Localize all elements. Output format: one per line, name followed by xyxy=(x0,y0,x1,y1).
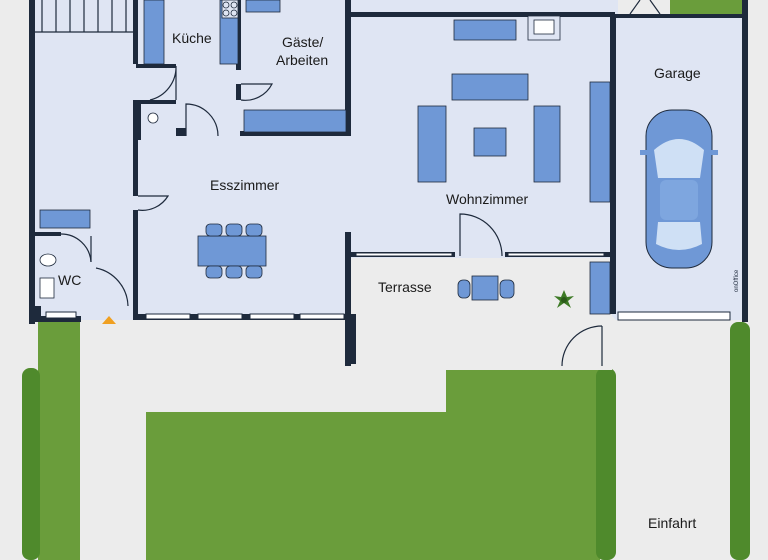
room-label-gaeste: Gäste/ xyxy=(282,34,323,50)
room-label-garage: Garage xyxy=(654,65,701,81)
room-label-wc: WC xyxy=(58,272,81,288)
room-label-terrasse: Terrasse xyxy=(378,279,432,295)
room-label-einfahrt: Einfahrt xyxy=(648,515,696,531)
doors xyxy=(60,0,661,367)
lawn-left xyxy=(38,320,80,560)
walls xyxy=(29,0,748,366)
furniture xyxy=(39,0,611,315)
room-label-esszimmer: Esszimmer xyxy=(210,177,280,193)
hedge-far-right xyxy=(730,322,750,560)
car-icon xyxy=(640,109,718,269)
hedge-left xyxy=(22,368,40,560)
stairs xyxy=(35,0,134,33)
lawn-main xyxy=(146,370,600,560)
windows xyxy=(45,252,731,321)
room-label-wohnzimmer: Wohnzimmer xyxy=(446,191,529,207)
watermark-logo: onOffice xyxy=(734,269,740,292)
room-label-kueche: Küche xyxy=(172,30,212,46)
entrance-arrow-icon xyxy=(102,316,116,324)
room-label-arbeiten: Arbeiten xyxy=(276,52,328,68)
lawn-top-right xyxy=(670,0,746,14)
hedge-mid-right xyxy=(596,368,616,560)
terrace-floor xyxy=(350,258,612,370)
plant-icon xyxy=(554,290,574,308)
driveway xyxy=(616,320,730,560)
